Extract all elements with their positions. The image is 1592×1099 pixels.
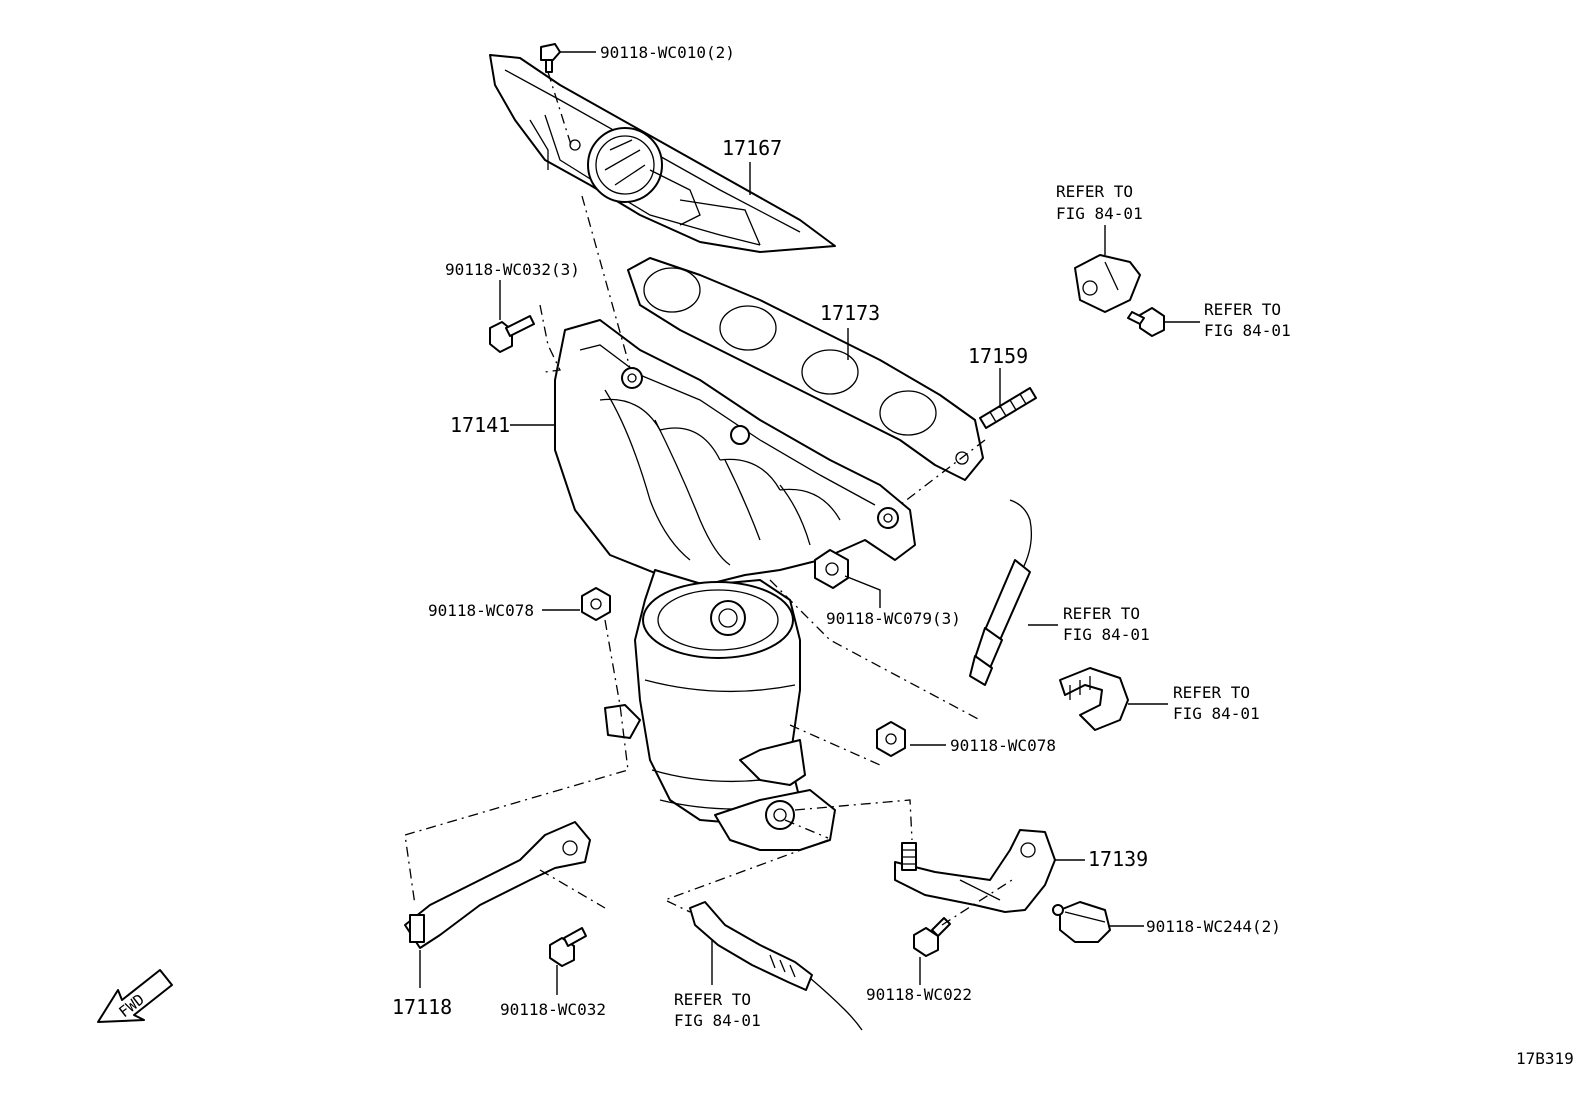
gasket-17173[interactable]	[627, 257, 984, 481]
label-90118-wc244: 90118-WC244(2)	[1146, 917, 1281, 936]
upper-right-bracket-refer[interactable]	[1074, 254, 1141, 313]
clamp-refer-84-01[interactable]	[1059, 667, 1129, 731]
refer-upper-right-line2[interactable]: FIG 84-01	[1056, 204, 1143, 223]
bolt-90118-wc032-3[interactable]	[489, 315, 535, 353]
bolt-upper-right-refer[interactable]	[1127, 307, 1165, 337]
label-90118-wc078-left: 90118-WC078	[428, 601, 534, 620]
refer-o2-upper-line1[interactable]: REFER TO	[1063, 604, 1140, 623]
exhaust-manifold-17141[interactable]	[554, 319, 916, 851]
stud-17159[interactable]	[979, 387, 1037, 429]
label-17141: 17141	[450, 413, 510, 437]
nut-90118-wc079[interactable]	[814, 549, 849, 589]
nut-90118-wc078-left[interactable]	[581, 587, 611, 621]
refer-bolt-right-line2[interactable]: FIG 84-01	[1204, 321, 1291, 340]
label-90118-wc032-3: 90118-WC032(3)	[445, 260, 580, 279]
stay-17118[interactable]	[404, 821, 591, 949]
label-17139: 17139	[1088, 847, 1148, 871]
oxygen-sensor-lower[interactable]	[689, 901, 863, 1031]
oxygen-sensor-upper[interactable]	[969, 499, 1033, 686]
label-17173: 17173	[820, 301, 880, 325]
label-90118-wc022: 90118-WC022	[866, 985, 972, 1004]
refer-bolt-right-line1[interactable]: REFER TO	[1204, 300, 1281, 319]
label-17118: 17118	[392, 995, 452, 1019]
label-90118-wc079: 90118-WC079(3)	[826, 609, 961, 628]
fwd-arrow-icon: FWD	[97, 969, 173, 1023]
refer-o2-lower-line2[interactable]: FIG 84-01	[674, 1011, 761, 1030]
label-90118-wc032: 90118-WC032	[500, 1000, 606, 1019]
refer-upper-right-line1[interactable]: REFER TO	[1056, 182, 1133, 201]
bolt-90118-wc032[interactable]	[549, 927, 587, 967]
refer-clamp-line1[interactable]: REFER TO	[1173, 683, 1250, 702]
label-17167: 17167	[722, 136, 782, 160]
refer-clamp-line2[interactable]: FIG 84-01	[1173, 704, 1260, 723]
label-90118-wc078-right: 90118-WC078	[950, 736, 1056, 755]
label-17159: 17159	[968, 344, 1028, 368]
figure-code: 17B319	[1516, 1049, 1574, 1068]
bracket-17139[interactable]	[894, 829, 1056, 913]
refer-o2-upper-line2[interactable]: FIG 84-01	[1063, 625, 1150, 644]
nut-90118-wc078-right[interactable]	[876, 721, 906, 757]
clamp-90118-wc244[interactable]	[1052, 901, 1111, 943]
stud-bracket-17139[interactable]	[901, 842, 917, 871]
heat-insulator-17167[interactable]	[489, 54, 836, 253]
refer-o2-lower-line1[interactable]: REFER TO	[674, 990, 751, 1009]
bolt-90118-wc010[interactable]	[540, 43, 561, 73]
label-90118-wc010: 90118-WC010(2)	[600, 43, 735, 62]
